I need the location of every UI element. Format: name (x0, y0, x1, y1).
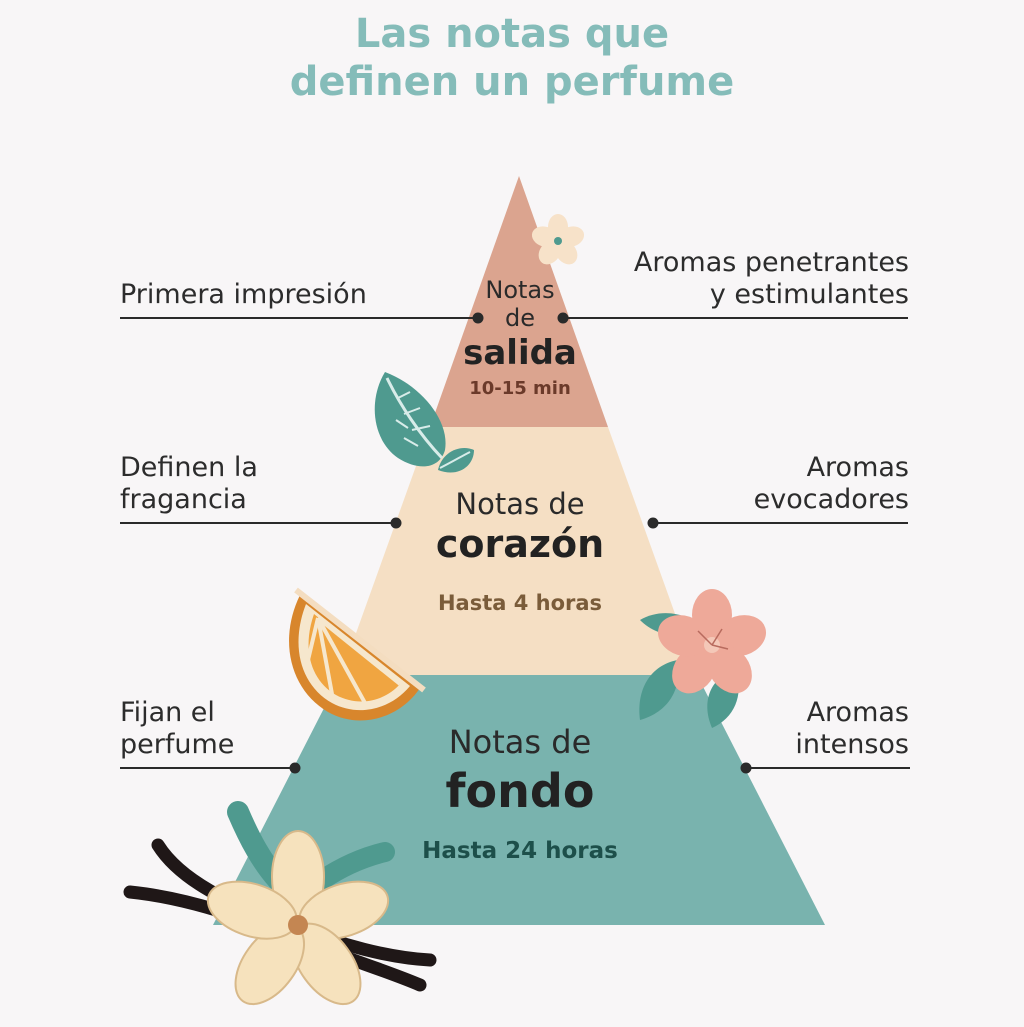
middle-right-line-2: evocadores (753, 484, 909, 515)
bottom-right-label: Aromas intensos (795, 697, 909, 761)
top-tier-notes-label: Notas (485, 276, 555, 304)
connector-dot (557, 312, 569, 324)
flower-icon (531, 214, 585, 265)
vanilla-flower-icon (123, 801, 437, 1006)
pyramid-top-tier (430, 176, 608, 427)
middle-left-line-2: fragancia (120, 484, 247, 515)
middle-tier-name: corazón (435, 522, 605, 566)
orange-slice-icon (289, 587, 426, 721)
bottom-tier-text: Notas de fondo Hasta 24 horas (370, 722, 670, 866)
middle-tier-text: Notas de corazón Hasta 4 horas (380, 486, 660, 616)
top-tier-notes-prep: de (505, 304, 535, 332)
middle-tier-duration: Hasta 4 horas (437, 591, 603, 615)
top-right-line-2: y estimulantes (709, 279, 909, 310)
pink-blossom-icon (639, 589, 767, 728)
middle-right-line-1: Aromas (806, 452, 909, 483)
title-line-1: Las notas que (354, 11, 670, 57)
bottom-left-label: Fijan el perfume (120, 697, 234, 761)
title-line-2: definen un perfume (289, 59, 735, 105)
bottom-left-line-2: perfume (120, 729, 235, 760)
top-tier-duration: 10-15 min (469, 378, 571, 399)
middle-left-line-1: Definen la (120, 452, 258, 483)
top-right-label: Aromas penetrantes y estimulantes (634, 247, 909, 311)
top-tier-text: Notas de salida 10-15 min (440, 276, 600, 404)
page-title: Las notas que definen un perfume (0, 10, 1024, 106)
connector-dot (289, 762, 301, 774)
bottom-right-line-2: intensos (795, 729, 909, 760)
top-right-line-1: Aromas penetrantes (633, 247, 909, 278)
connector-dot (647, 517, 659, 529)
bottom-tier-duration: Hasta 24 horas (422, 838, 618, 864)
middle-right-label: Aromas evocadores (754, 452, 909, 516)
bottom-tier-name: fondo (445, 764, 595, 818)
connector-dot (390, 517, 402, 529)
top-tier-name: salida (463, 333, 577, 373)
pyramid-middle-tier (341, 427, 697, 675)
top-left-label: Primera impresión (120, 279, 367, 311)
connector-dot (740, 762, 752, 774)
mint-leaf-icon (374, 372, 474, 473)
bottom-tier-notes-label: Notas de (448, 723, 592, 761)
connector-dot (472, 312, 484, 324)
bottom-right-line-1: Aromas (806, 697, 909, 728)
bottom-left-line-1: Fijan el (120, 697, 215, 728)
middle-tier-notes-label: Notas de (455, 487, 585, 521)
middle-left-label: Definen la fragancia (120, 452, 258, 516)
top-left-line-1: Primera impresión (120, 279, 367, 310)
